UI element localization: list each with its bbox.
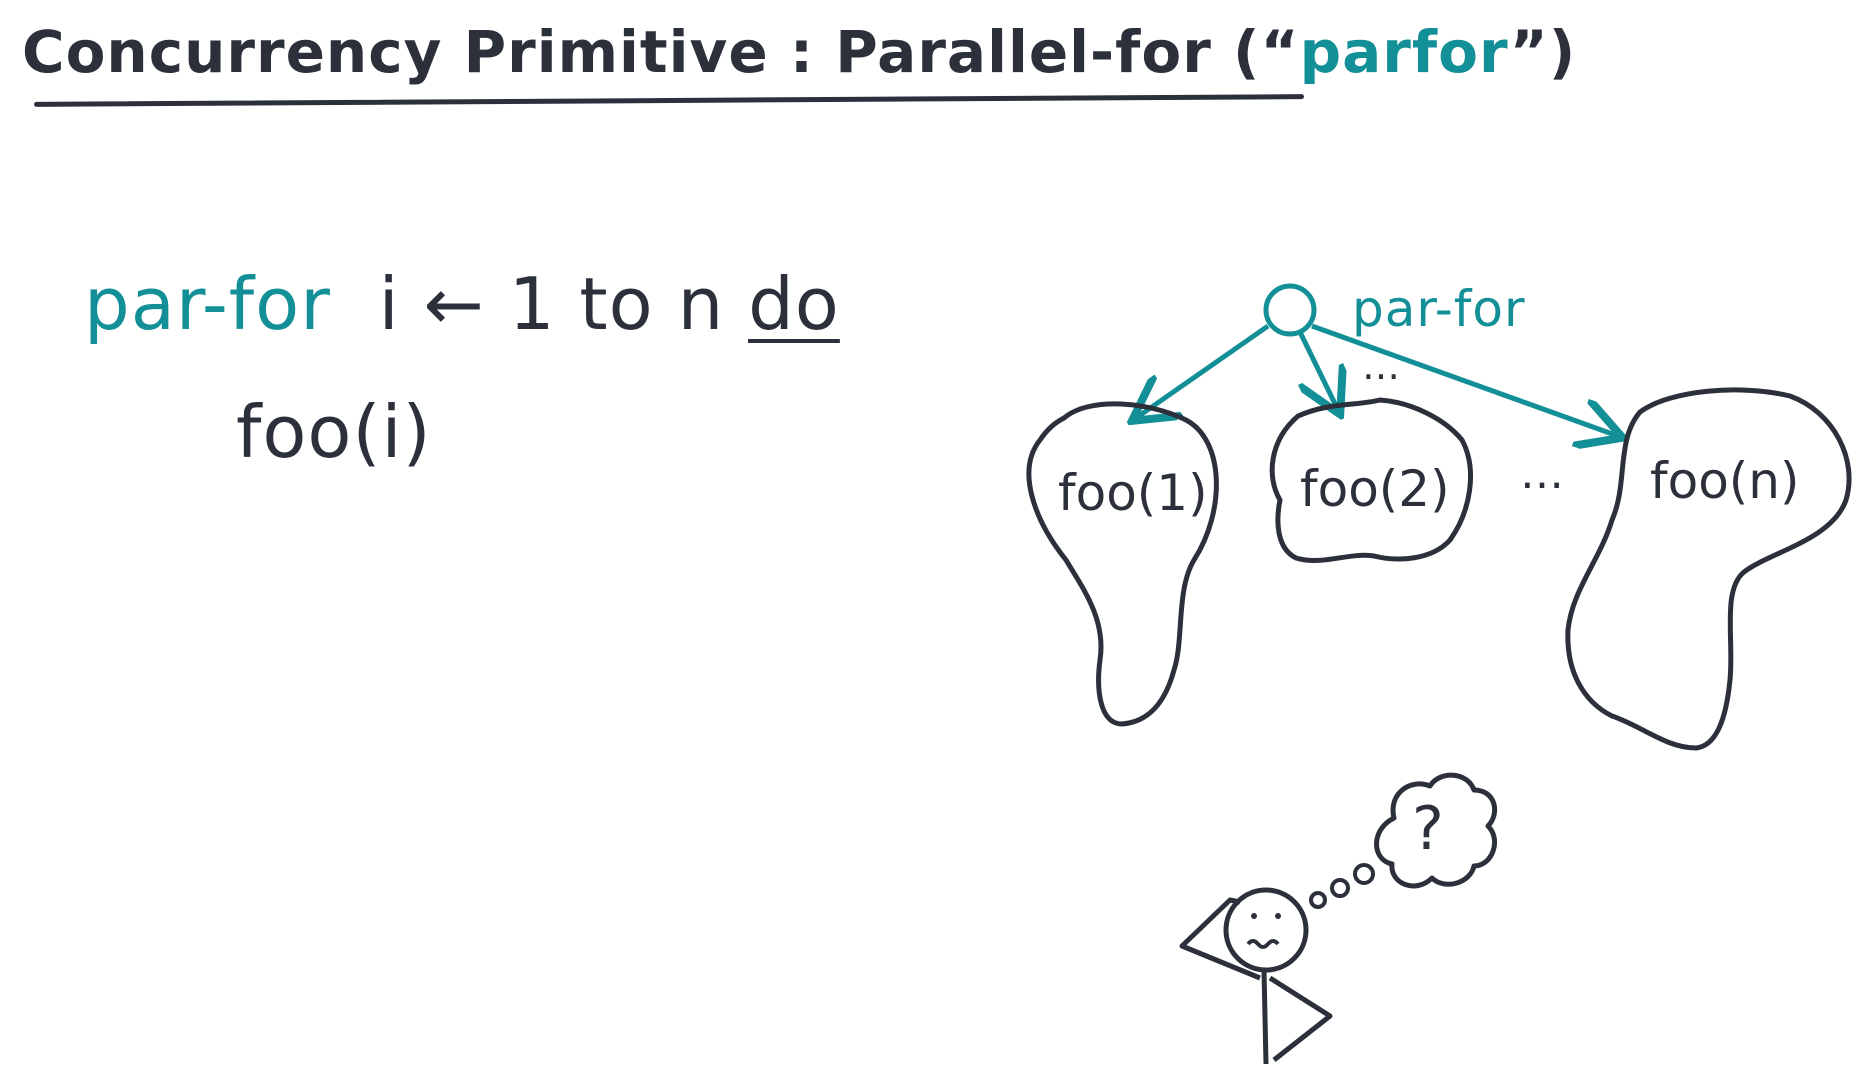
children-ellipsis: … — [1520, 448, 1565, 499]
code-keyword-parfor: par-for — [84, 262, 331, 346]
blob-foo-2 — [1269, 397, 1474, 563]
code-keyword-do: do — [748, 262, 840, 346]
title-suffix: ”) — [1509, 18, 1577, 86]
page-title: Concurrency Primitive : Parallel-for (“p… — [22, 18, 1576, 86]
blob-foo-n — [1565, 387, 1852, 751]
code-line-loop: par-for i ← 1 to n do — [84, 262, 840, 346]
title-highlight: parfor — [1299, 18, 1510, 86]
code-loop-range: i ← 1 to n — [378, 262, 725, 346]
figure-left-arm — [1179, 897, 1261, 981]
thought-dot-3 — [1353, 863, 1375, 885]
figure-eye-left — [1251, 913, 1257, 919]
tree-root-node — [1263, 283, 1317, 337]
code-line-body: foo(i) — [236, 390, 432, 474]
tree-arrow-1 — [1136, 323, 1270, 418]
figure-mouth — [1246, 939, 1280, 949]
tree-arrow-2 — [1297, 330, 1338, 410]
blob-label-foo-n: foo(n) — [1650, 452, 1800, 510]
tree-root-label: par-for — [1352, 280, 1526, 338]
figure-body — [1261, 969, 1269, 1065]
thought-dot-1 — [1309, 891, 1327, 909]
figure-eye-right — [1275, 913, 1281, 919]
tree-arrow-n — [1311, 323, 1618, 436]
figure-right-arm — [1268, 975, 1333, 1062]
arrow-ellipsis: … — [1362, 344, 1401, 388]
title-prefix: Concurrency Primitive : Parallel-for (“ — [22, 18, 1300, 86]
thought-dot-2 — [1330, 878, 1350, 898]
blob-label-foo-2: foo(2) — [1300, 460, 1450, 518]
blob-label-foo-1: foo(1) — [1058, 464, 1208, 522]
thought-question-mark: ? — [1412, 794, 1445, 864]
blob-foo-1 — [1026, 401, 1219, 727]
thought-cloud — [1374, 772, 1498, 889]
